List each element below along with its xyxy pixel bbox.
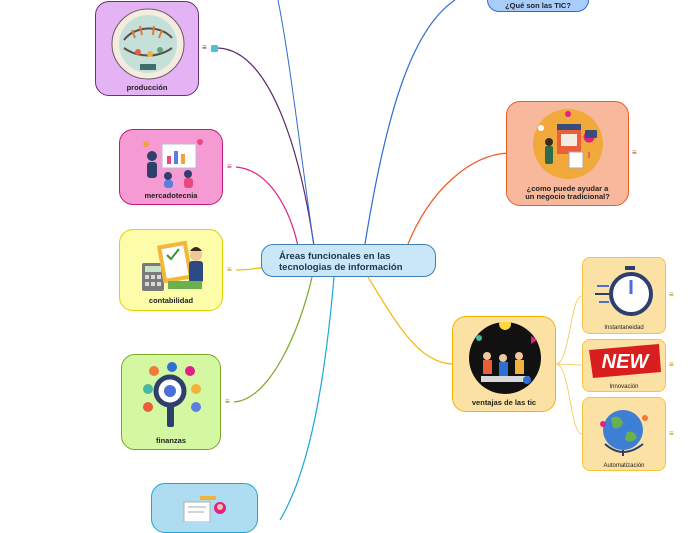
node-contabilidad[interactable]: contabilidad	[119, 229, 223, 311]
accounting-illustration	[142, 240, 203, 291]
innovacion-label: Innovación	[609, 384, 639, 390]
node-mercadotecnia[interactable]: mercadotecnia	[119, 129, 223, 205]
link-instantaneidad	[555, 295, 583, 365]
marketing-illustration	[143, 139, 203, 188]
como-ayuda-line1: ¿como puede ayudar a	[526, 184, 609, 193]
link-finanzas	[233, 276, 313, 403]
note-icon-como-ayuda[interactable]: ≡	[632, 148, 637, 157]
ventajas-label: ventajas de las tic	[471, 398, 537, 407]
link-produccion	[217, 47, 315, 247]
link-bottom	[279, 276, 335, 520]
instantaneidad-label: Instantaneidad	[604, 325, 644, 331]
new-badge-text: NEW	[602, 351, 651, 373]
note-icon-instantaneidad[interactable]: ≡	[669, 290, 674, 299]
link-como-ayuda	[407, 152, 509, 245]
attachment-icon-produccion[interactable]	[211, 45, 218, 52]
node-bottom-partial[interactable]	[151, 483, 258, 533]
note-icon-innovacion[interactable]: ≡	[669, 360, 674, 369]
ventajas-illustration	[469, 322, 541, 394]
node-como-puede-ayudar[interactable]: ¿como puede ayudar a un negocio tradicio…	[506, 101, 629, 206]
note-icon-mercadotecnia[interactable]: ≡	[227, 162, 232, 171]
link-innovacion	[555, 363, 583, 366]
produccion-label: producción	[126, 83, 168, 92]
node-produccion[interactable]: producción	[95, 1, 199, 96]
link-que-son	[364, 0, 456, 245]
link-top-left	[277, 0, 315, 247]
central-title-line1: Áreas funcionales en las	[279, 251, 391, 262]
note-icon-finanzas[interactable]: ≡	[225, 397, 230, 406]
production-illustration	[111, 8, 185, 80]
node-instantaneidad[interactable]: Instantaneidad	[582, 257, 666, 334]
central-topic[interactable]: Áreas funcionales en las tecnologias de …	[261, 244, 436, 277]
link-mercadotecnia	[235, 166, 299, 247]
note-icon-automatizacion[interactable]: ≡	[669, 429, 674, 438]
node-innovacion[interactable]: NEW Innovación	[582, 339, 666, 392]
contabilidad-label: contabilidad	[148, 296, 194, 305]
bottom-node-illustration	[183, 496, 226, 522]
connector-lines	[217, 0, 583, 520]
como-ayuda-line2: un negocio tradicional?	[525, 192, 610, 201]
finance-illustration	[143, 362, 201, 427]
node-ventajas-de-las-tic[interactable]: ventajas de las tic	[452, 316, 556, 412]
como-ayuda-label: ¿como puede ayudar a un negocio tradicio…	[507, 185, 628, 201]
note-icon-contabilidad[interactable]: ≡	[227, 265, 232, 274]
node-que-son-las-tic[interactable]: ¿Qué son las TIC?	[487, 0, 589, 12]
node-finanzas[interactable]: finanzas	[121, 354, 221, 450]
globe-network-icon	[600, 410, 648, 456]
finanzas-label: finanzas	[155, 436, 186, 445]
mercadotecnia-label: mercadotecnia	[144, 191, 198, 200]
new-badge-icon: NEW	[589, 344, 661, 378]
node-automatizacion[interactable]: Automatización	[582, 397, 666, 471]
link-automatizacion	[555, 363, 583, 435]
automatizacion-label: Automatización	[603, 463, 645, 469]
note-icon-produccion[interactable]: ≡	[202, 43, 207, 52]
stopwatch-icon	[595, 266, 653, 316]
que-son-label: ¿Qué son las TIC?	[505, 1, 571, 10]
central-title-line2: tecnologias de información	[279, 262, 403, 273]
link-ventajas	[367, 276, 453, 365]
shop-illustration	[533, 109, 603, 179]
